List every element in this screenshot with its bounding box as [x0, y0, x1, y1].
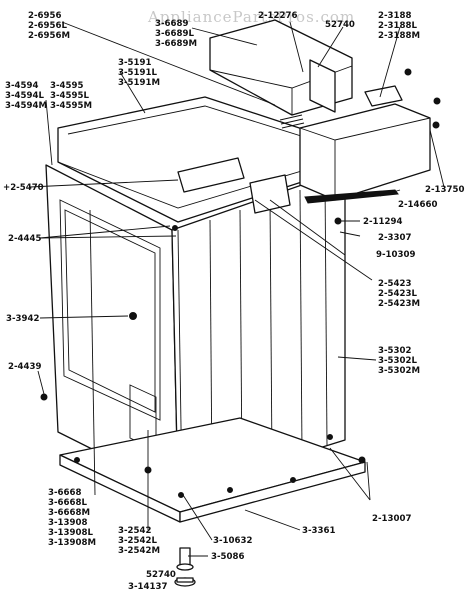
cabinet-drawing: [40, 19, 441, 587]
label-3-4595L: 3-4595L: [50, 91, 89, 101]
leader-lines: [29, 21, 445, 557]
duct-gasket: [304, 189, 399, 204]
label-2-3188: 2-3188: [378, 11, 411, 21]
label-3-2542: 3-2542: [118, 526, 151, 536]
label-2-11294: 2-11294: [363, 217, 402, 227]
label-2-13750: 2-13750: [425, 185, 464, 195]
label-3-5191L: 3-5191L: [118, 68, 157, 78]
label-2-6956: 2-6956: [28, 11, 61, 21]
label-3-5302M: 3-5302M: [378, 366, 420, 376]
label-3-10632: 3-10632: [213, 536, 252, 546]
label-3-6668L: 3-6668L: [48, 498, 87, 508]
label-2-12276: 2-12276: [258, 11, 297, 21]
leveling-leg: [174, 547, 196, 587]
label-3-4595: 3-4595: [50, 81, 83, 91]
vent-grille: [279, 114, 305, 129]
label-3-3361: 3-3361: [302, 526, 335, 536]
label-52740-bottom: 52740: [146, 570, 176, 580]
label-2-4439: 2-4439: [8, 362, 41, 372]
label-3-5302L: 3-5302L: [378, 356, 417, 366]
door-window: [64, 209, 156, 413]
label-3-5302: 3-5302: [378, 346, 411, 356]
label-2-3188L: 2-3188L: [378, 21, 417, 31]
label-3-4594: 3-4594: [5, 81, 38, 91]
label-2-13007: 2-13007: [372, 514, 411, 524]
label-3-6689M: 3-6689M: [155, 39, 197, 49]
label-2-4445: 2-4445: [8, 234, 41, 244]
label-3-14137: 3-14137: [128, 582, 167, 592]
label-2-3188M: 2-3188M: [378, 31, 420, 41]
label-2-6956M: 2-6956M: [28, 31, 70, 41]
console-side: [309, 59, 336, 113]
label-3-2542L: 3-2542L: [118, 536, 157, 546]
label-3-6689L: 3-6689L: [155, 29, 194, 39]
exhaust-duct: [299, 103, 431, 201]
label-2-5423: 2-5423: [378, 279, 411, 289]
label-3-5191: 3-5191: [118, 58, 151, 68]
label-3-2542M: 3-2542M: [118, 546, 160, 556]
label-3-13908: 3-13908: [48, 518, 87, 528]
base-plate-side: [179, 461, 366, 523]
label-3-4594L: 3-4594L: [5, 91, 44, 101]
label-2-14660: 2-14660: [398, 200, 437, 210]
label-2-5423L: 2-5423L: [378, 289, 417, 299]
label-3-6689: 3-6689: [155, 19, 188, 29]
label-3-4594M: 3-4594M: [5, 101, 47, 111]
label-3-5086: 3-5086: [211, 552, 244, 562]
label-3-6668: 3-6668: [48, 488, 81, 498]
label-2-6956L: 2-6956L: [28, 21, 67, 31]
watermark-text: AppliancePartsPros.com: [147, 8, 355, 26]
lint-filter: [364, 85, 403, 107]
label-2-3307: 2-3307: [378, 233, 411, 243]
label-3-3942: 3-3942: [6, 314, 39, 324]
label-3-5191M: 3-5191M: [118, 78, 160, 88]
label-3-6668M: 3-6668M: [48, 508, 90, 518]
label-2-5470: +2-5470: [3, 183, 44, 193]
part-labels: 2-6956 2-6956L 2-6956M 3-6689 3-6689L 3-…: [3, 11, 464, 592]
label-9-10309: 9-10309: [376, 250, 415, 260]
top-hinge: [177, 157, 245, 193]
label-3-13908M: 3-13908M: [48, 538, 96, 548]
label-3-4595M: 3-4595M: [50, 101, 92, 111]
label-52740-top: 52740: [325, 20, 355, 30]
label-3-13908L: 3-13908L: [48, 528, 93, 538]
label-2-5423M: 2-5423M: [378, 299, 420, 309]
